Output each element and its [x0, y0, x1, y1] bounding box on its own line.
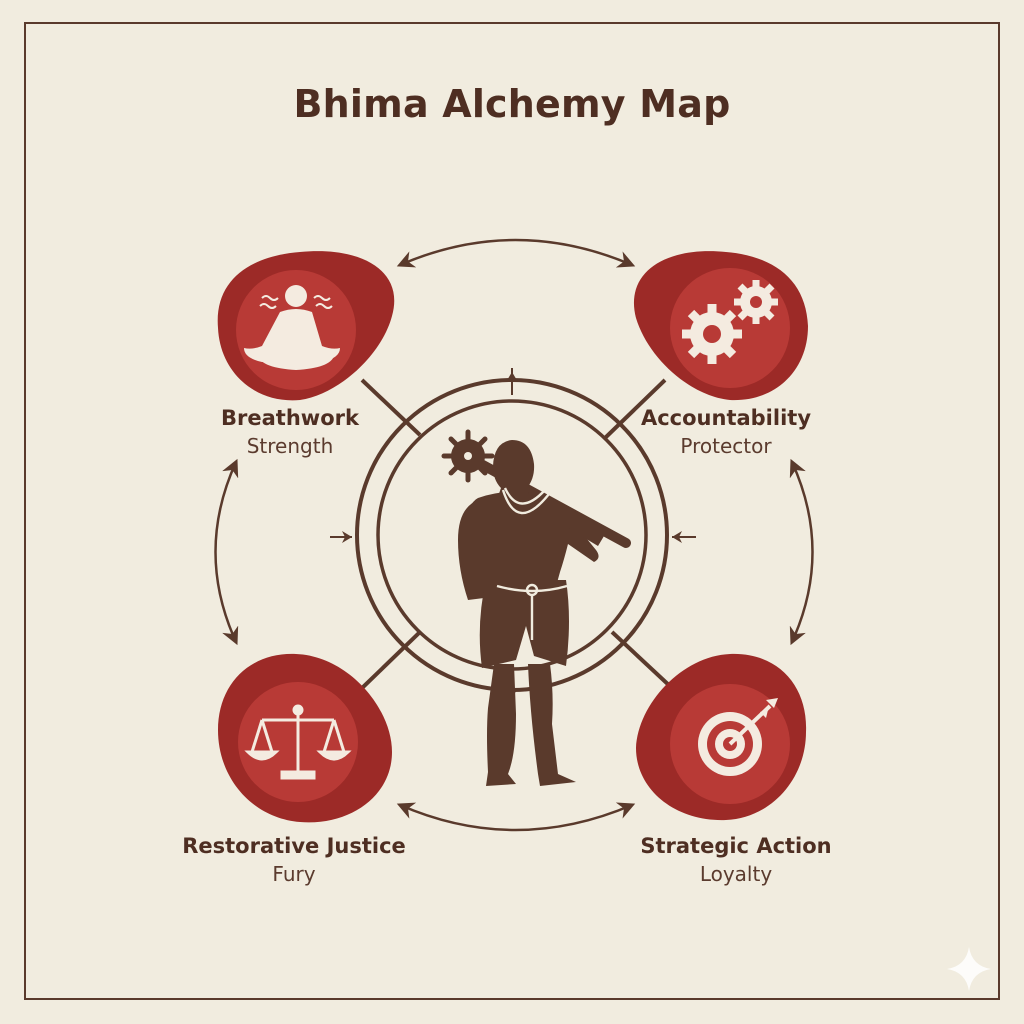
scales-icon	[244, 704, 352, 780]
node-restorative-justice[interactable]	[218, 653, 392, 823]
gears-icon	[682, 280, 778, 364]
label-accountability: Accountability Protector	[576, 406, 876, 458]
meditation-icon	[244, 285, 340, 370]
label-restorative-justice: Restorative Justice Fury	[144, 834, 444, 886]
arrow-bottom	[396, 802, 636, 832]
arrow-top	[396, 238, 636, 268]
target-icon	[698, 698, 778, 776]
arrow-right	[789, 458, 814, 646]
node-name: Strategic Action	[640, 834, 832, 858]
node-strategic-action[interactable]	[636, 653, 807, 821]
node-trait: Loyalty	[699, 862, 773, 886]
page-title: Bhima Alchemy Map	[293, 82, 731, 126]
node-name: Breathwork	[221, 406, 359, 430]
necklace-ornament	[496, 487, 568, 640]
node-name: Restorative Justice	[182, 834, 406, 858]
node-trait: Strength	[246, 434, 334, 458]
label-breathwork: Breathwork Strength	[140, 406, 440, 458]
node-trait: Fury	[272, 862, 316, 886]
sparkle-icon	[947, 947, 991, 991]
bhima-warrior-icon	[441, 429, 631, 786]
connector-spokes	[358, 378, 674, 692]
node-accountability[interactable]	[633, 251, 808, 401]
outer-frame	[24, 22, 1000, 1000]
node-trait: Protector	[680, 434, 772, 458]
node-name: Accountability	[640, 406, 812, 430]
label-strategic-action: Strategic Action Loyalty	[586, 834, 886, 886]
breath-waves	[259, 295, 333, 309]
node-breathwork[interactable]	[217, 251, 395, 401]
cycle-arrows	[214, 238, 814, 832]
arrow-left	[214, 458, 239, 646]
